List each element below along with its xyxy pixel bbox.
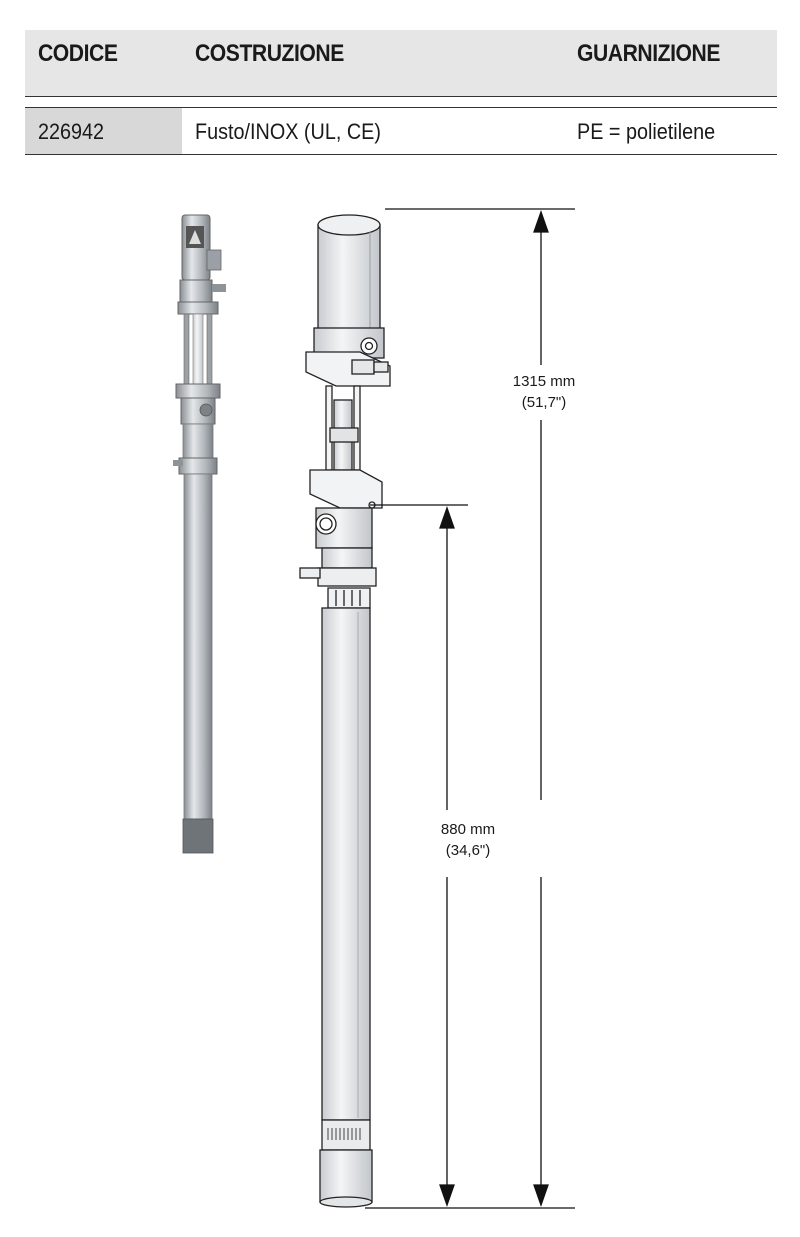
tube-length-mm: 880 mm (441, 821, 495, 838)
header-costruzione: COSTRUZIONE (195, 40, 344, 67)
table-header-row: CODICE COSTRUZIONE GUARNIZIONE (25, 30, 777, 97)
dimension-lines (365, 208, 575, 1209)
pump-photo (173, 214, 226, 854)
spec-table: CODICE COSTRUZIONE GUARNIZIONE 226942 Fu… (25, 30, 777, 155)
table-row: 226942 Fusto/INOX (UL, CE) PE = polietil… (25, 107, 777, 155)
cell-costruzione: Fusto/INOX (UL, CE) (195, 119, 381, 144)
pump-drawing: 1315 mm (51,7") 880 mm (34,6") (173, 208, 576, 1209)
tube-length-inch: (34,6") (446, 842, 491, 859)
header-codice: CODICE (38, 40, 118, 67)
cell-guarnizione: PE = polietilene (577, 119, 716, 144)
overall-length-mm: 1315 mm (513, 373, 576, 390)
pump-line-drawing (299, 214, 391, 1208)
code-cell-background (25, 108, 182, 154)
cell-codice: 226942 (38, 119, 105, 144)
overall-length-inch: (51,7") (522, 394, 567, 411)
table-spacer (25, 97, 777, 107)
header-guarnizione: GUARNIZIONE (577, 40, 720, 67)
